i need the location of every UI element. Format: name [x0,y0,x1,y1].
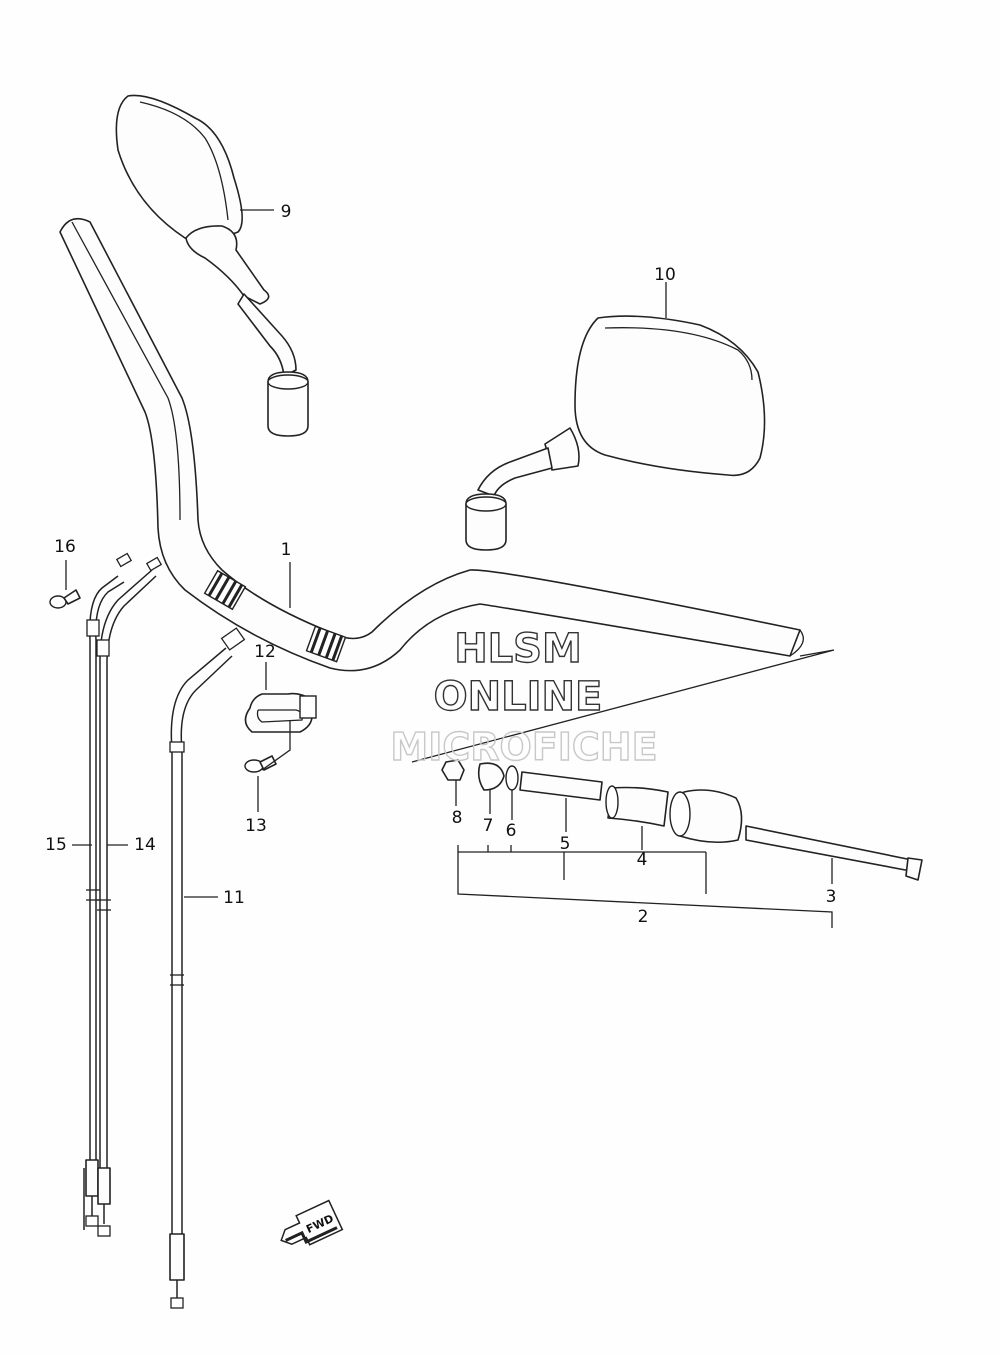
right-mirror [465,315,766,551]
watermark-line-3: MICROFICHE [390,725,657,769]
callout-2: 2 [638,907,649,927]
callout-6: 6 [506,821,517,841]
callout-3: 3 [826,887,837,907]
forward-arrow: FWD [280,1199,344,1246]
knurl-band-right [305,625,347,663]
watermark-line-2: ONLINE [434,674,603,720]
callout-8: 8 [452,808,463,828]
callout-9: 9 [281,202,292,222]
clamp-bolt [244,755,277,773]
callout-13: 13 [245,816,267,836]
callout-4: 4 [637,850,648,870]
callout-12: 12 [254,642,276,662]
clutch-cable [169,627,246,1309]
watermark-line-1: HLSM [454,626,582,672]
bar-end-assembly [411,649,923,928]
callout-5: 5 [560,834,571,854]
cable-clamp [244,692,317,733]
cable-bolt-16 [49,589,81,609]
watermark: HLSM ONLINE MICROFICHE [390,625,659,769]
handlebar [59,217,804,672]
callout-11: 11 [223,888,245,908]
callout-7: 7 [483,816,494,836]
leader-lines [65,209,833,898]
callout-15: 15 [45,835,67,855]
left-mirror [115,94,309,437]
throttle-cables [83,552,163,1237]
callout-10: 10 [654,265,676,285]
callout-16: 16 [54,537,76,557]
callout-14: 14 [134,835,156,855]
callout-1: 1 [281,540,292,560]
knurl-band-left [203,569,247,611]
callout-numbers: 1 2 3 4 5 6 7 8 9 10 11 12 13 14 15 16 [45,202,836,927]
